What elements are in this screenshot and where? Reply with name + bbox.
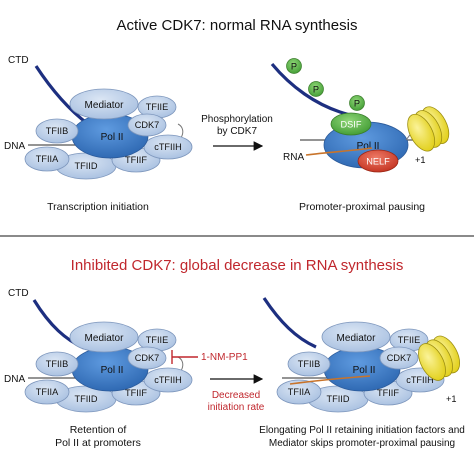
top-title: Active CDK7: normal RNA synthesis (117, 17, 358, 34)
bottom-cdk7-label: CDK7 (135, 353, 160, 363)
top-tfiid-label: TFIID (75, 161, 98, 171)
bottom-left-caption-2: Pol II at promoters (55, 437, 141, 449)
top-ctfiih (143, 134, 193, 160)
br-mediator-label: Mediator (337, 333, 377, 344)
bottom-ctd-label: CTD (8, 288, 29, 299)
bottom-right-ctd (262, 297, 317, 349)
phospho-1-label: P (291, 62, 297, 72)
top-right-pol2-label: Pol II (357, 141, 380, 152)
phospho-2 (308, 81, 324, 97)
top-left-caption: Transcription initiation (47, 201, 149, 213)
bottom-arrow-line1: Decreased (212, 390, 260, 401)
br-tfiia (276, 379, 322, 405)
bottom-plus-one: +1 (446, 394, 456, 404)
top-nelf-label: NELF (366, 157, 390, 167)
phospho-1 (286, 58, 302, 74)
bottom-dna-label: DNA (4, 374, 25, 385)
br-tfiib-label: TFIIB (298, 359, 320, 369)
br-tfiid-label: TFIID (327, 394, 350, 404)
br-cdk7-label: CDK7 (387, 353, 412, 363)
br-pol2-label: Pol II (353, 365, 376, 376)
bottom-rna-strand (289, 375, 371, 385)
top-initiation-complex: CTD DNA TFIID TFIIA TFIIF cTFIIH Pol II … (4, 55, 193, 180)
bottom-elongating-complex: TFIID TFIIA TFIIF cTFIIH Pol II Mediator… (262, 297, 461, 413)
top-arrow-line2: by CDK7 (217, 126, 257, 137)
bottom-tfiib (35, 351, 79, 377)
top-nucleosome (407, 106, 450, 152)
top-tfiia-label: TFIIA (36, 154, 59, 164)
bottom-cdk7 (127, 346, 167, 370)
top-dsif-label: DSIF (341, 120, 362, 130)
bottom-pol2-label: Pol II (101, 365, 124, 376)
br-tfiif-label: TFIIF (377, 388, 399, 398)
top-paused-complex: P P P Pol II RNA DSIF NELF +1 (270, 58, 450, 173)
bottom-tfiib-label: TFIIB (46, 359, 68, 369)
top-tfiib (35, 118, 79, 144)
bottom-nucleosome (418, 335, 461, 381)
bottom-ctfiih-label: cTFIIH (154, 375, 182, 385)
bottom-right-caption-1: Elongating Pol II retaining initiation f… (259, 425, 465, 436)
top-tfiib-label: TFIIB (46, 126, 68, 136)
br-tfiia-label: TFIIA (288, 387, 311, 397)
phospho-3 (349, 95, 365, 111)
bottom-mediator (69, 321, 139, 353)
top-dsif (330, 112, 372, 136)
top-tfiie-label: TFIIE (146, 102, 168, 112)
bottom-arrow-line2: initiation rate (208, 402, 265, 413)
bottom-tfiia (24, 379, 70, 405)
top-cdk7 (127, 113, 167, 137)
top-right-caption: Promoter-proximal pausing (299, 201, 425, 213)
br-cdk7 (379, 346, 419, 370)
bottom-tfiie-label: TFIIE (146, 335, 168, 345)
top-ctd-label: CTD (8, 55, 29, 66)
top-cdk7-label: CDK7 (135, 120, 160, 130)
bottom-tfiid-label: TFIID (75, 394, 98, 404)
br-mediator (321, 321, 391, 353)
top-mediator (69, 88, 139, 120)
top-dna-label: DNA (4, 141, 25, 152)
top-mediator-label: Mediator (85, 100, 125, 111)
top-rna-label: RNA (283, 152, 304, 163)
top-ctfiih-label: cTFIIH (154, 142, 182, 152)
top-tfiia (24, 146, 70, 172)
top-pol2-label: Pol II (101, 132, 124, 143)
top-nelf (357, 149, 399, 173)
bottom-initiation-complex: CTD DNA TFIID TFIIA TFIIF cTFIIH Pol II … (4, 288, 193, 413)
bottom-title: Inhibited CDK7: global decrease in RNA s… (71, 257, 404, 274)
top-tfiif-label: TFIIF (125, 155, 147, 165)
bottom-mediator-label: Mediator (85, 333, 125, 344)
bottom-ctfiih (143, 367, 193, 393)
bottom-left-caption-1: Retention of (70, 424, 127, 436)
br-tfiib (287, 351, 331, 377)
br-tfiie-label: TFIIE (398, 335, 420, 345)
top-plus-one: +1 (415, 155, 425, 165)
bottom-right-caption-2: Mediator skips promoter-proximal pausing (269, 438, 455, 449)
top-arrow-line1: Phosphorylation (201, 114, 273, 125)
bottom-tfiif-label: TFIIF (125, 388, 147, 398)
phospho-3-label: P (354, 99, 360, 109)
top-rna-strand (305, 147, 373, 156)
inhibitor-label: 1-NM-PP1 (201, 352, 248, 363)
br-ctfiih-label: cTFIIH (406, 375, 434, 385)
bottom-tfiia-label: TFIIA (36, 387, 59, 397)
phospho-2-label: P (313, 85, 319, 95)
